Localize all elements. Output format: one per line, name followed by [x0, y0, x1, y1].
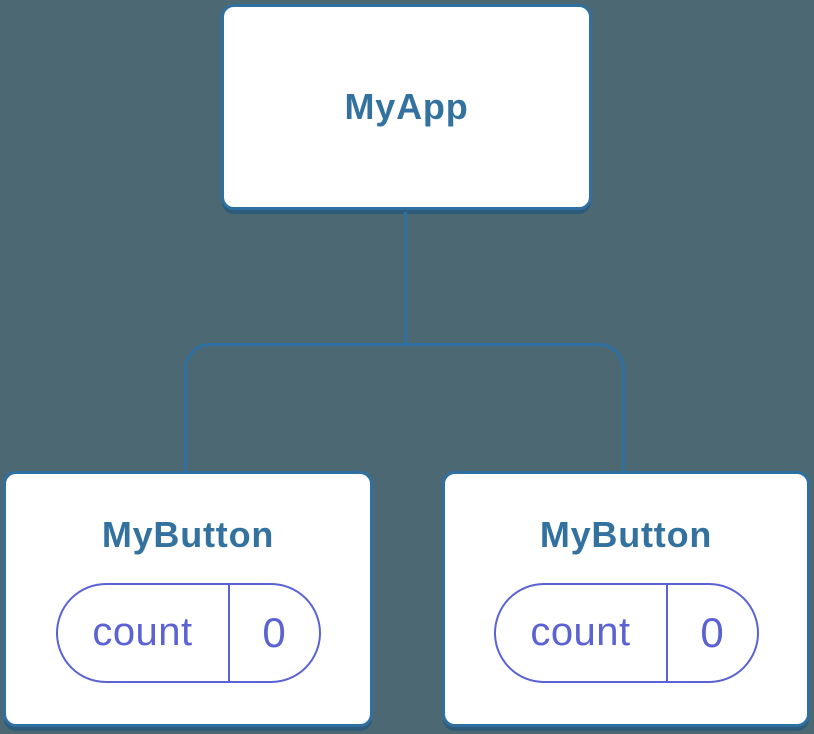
state-value: 0: [262, 608, 286, 656]
node-label-mybutton-left: MyButton: [101, 514, 275, 556]
state-pill-left: count 0: [55, 582, 321, 683]
state-key-cell: count: [58, 584, 230, 681]
tree-node-mybutton-left: MyButton count 0: [3, 471, 373, 727]
state-value-cell: 0: [230, 585, 319, 681]
state-key-label: count: [92, 610, 193, 655]
state-value-cell: 0: [668, 585, 757, 681]
state-value: 0: [700, 608, 724, 656]
state-key-cell: count: [496, 584, 668, 681]
state-pill-right: count 0: [493, 582, 759, 683]
node-label-mybutton-right: MyButton: [539, 514, 713, 556]
state-key-label: count: [530, 610, 631, 655]
node-label-myapp: MyApp: [344, 86, 469, 128]
connector-root-stub: [404, 212, 407, 346]
tree-node-mybutton-right: MyButton count 0: [442, 471, 810, 727]
tree-node-myapp: MyApp: [221, 4, 592, 210]
connector-branch-bracket: [184, 343, 625, 471]
